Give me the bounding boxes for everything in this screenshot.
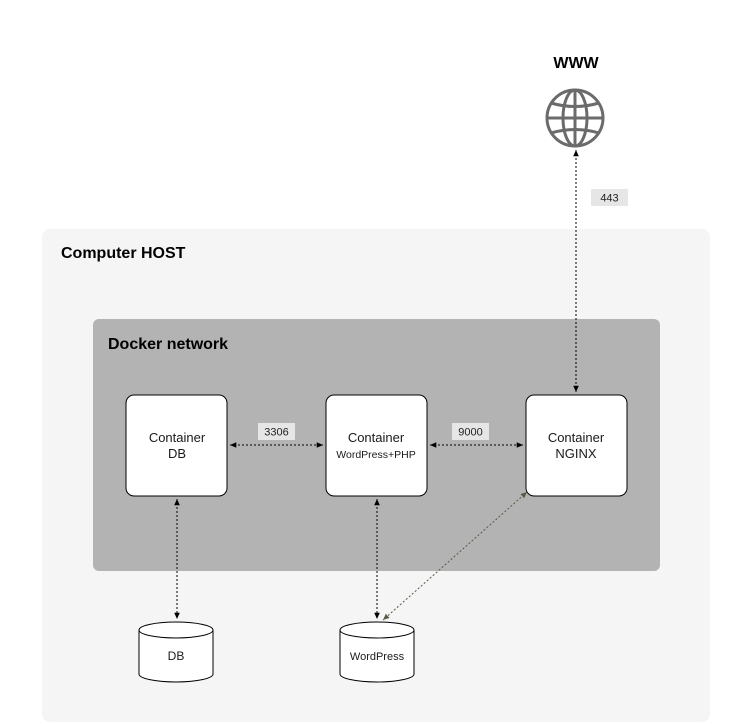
- container-wordpress: Container WordPress+PHP: [325, 394, 428, 497]
- port-9000-text: 9000: [458, 427, 482, 439]
- container-db-line1: Container: [149, 430, 206, 445]
- volume-db: DB: [138, 621, 214, 683]
- port-label-3306: 3306: [258, 423, 295, 440]
- port-3306-text: 3306: [264, 427, 288, 439]
- container-nginx-line2: NGINX: [555, 446, 597, 461]
- globe-icon: [545, 88, 605, 148]
- volume-wordpress-label: WordPress: [350, 651, 405, 663]
- container-wordpress-line2: WordPress+PHP: [336, 449, 415, 461]
- port-label-9000: 9000: [452, 423, 489, 440]
- volume-wordpress: WordPress: [339, 621, 415, 683]
- port-label-443: 443: [591, 189, 628, 206]
- container-nginx: Container NGINX: [525, 394, 628, 497]
- container-db: Container DB: [125, 394, 228, 497]
- docker-network-title: Docker network: [108, 336, 228, 353]
- port-443-text: 443: [600, 193, 618, 205]
- volume-db-label: DB: [168, 649, 185, 663]
- container-nginx-line1: Container: [548, 430, 605, 445]
- computer-host-title: Computer HOST: [61, 245, 186, 262]
- container-db-line2: DB: [168, 446, 186, 461]
- container-wordpress-line1: Container: [348, 430, 405, 445]
- www-label: WWW: [553, 55, 599, 72]
- connector-nginx-volume: [382, 491, 528, 621]
